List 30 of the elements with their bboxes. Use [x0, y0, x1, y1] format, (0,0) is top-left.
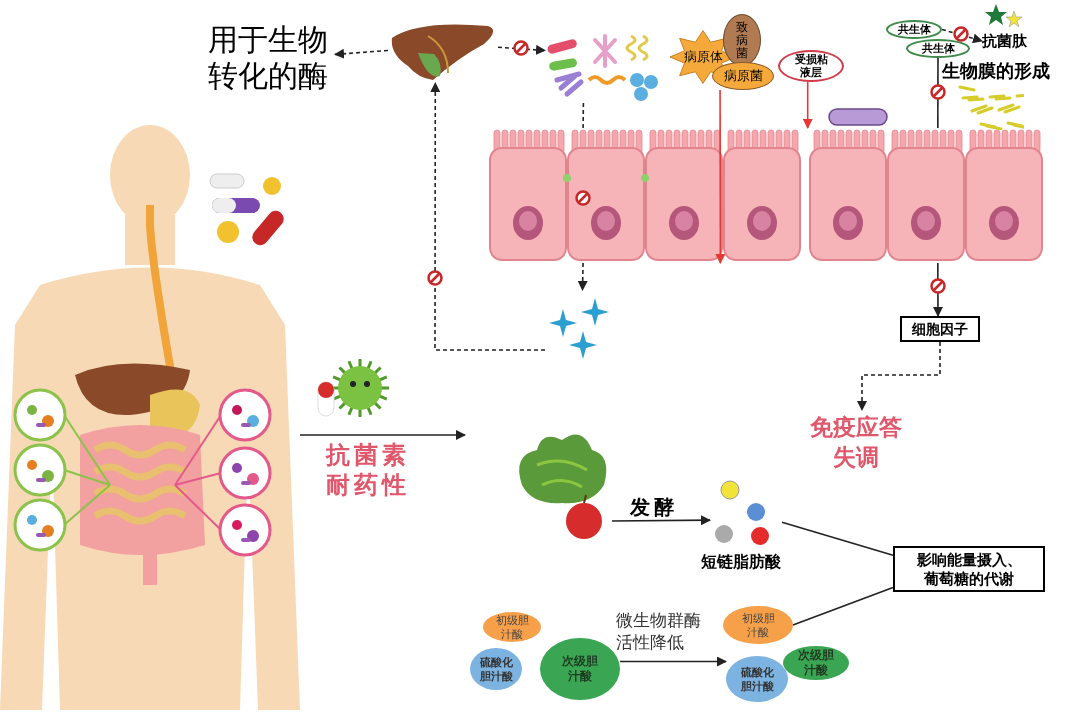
heading-text: 用于生物转化的酶	[206, 22, 329, 94]
arrow	[497, 44, 546, 55]
node-text: 抗菌肽	[982, 30, 1027, 51]
edge-label: 发酵	[630, 495, 679, 520]
arrow	[619, 656, 727, 667]
arrow	[430, 82, 546, 351]
oval-tag: 共生体	[886, 20, 942, 39]
arrow	[611, 515, 711, 526]
oval-tag: 硫酸化胆汁酸	[470, 648, 522, 690]
arrow	[941, 28, 983, 44]
arrow	[932, 262, 943, 317]
arrow	[802, 81, 813, 129]
arrow	[715, 89, 726, 264]
label-box: 细胞因子	[900, 316, 980, 342]
node-text: 免疫应答失调	[809, 413, 903, 472]
caption-text: 生物膜的形成	[942, 60, 1050, 83]
arrow	[299, 430, 466, 440]
oval-tag: 初级胆汁酸	[723, 606, 793, 644]
oval-tag: 硫酸化胆汁酸	[726, 656, 788, 702]
oval-tag: 次级胆汁酸	[783, 646, 849, 680]
arrow	[857, 341, 941, 411]
oval-tag: 共生体	[906, 39, 970, 58]
label-box: 影响能量摄入、葡萄糖的代谢	[893, 546, 1045, 592]
edge-label: 抗菌素耐药性	[326, 440, 411, 500]
oval-tag: 初级胆汁酸	[483, 612, 541, 642]
oval-tag: 病原菌	[712, 62, 774, 90]
arrow	[334, 48, 389, 59]
node-caption: 短链脂肪酸	[700, 552, 782, 572]
arrow	[577, 262, 588, 291]
oval-tag: 受损粘液层	[778, 50, 844, 82]
